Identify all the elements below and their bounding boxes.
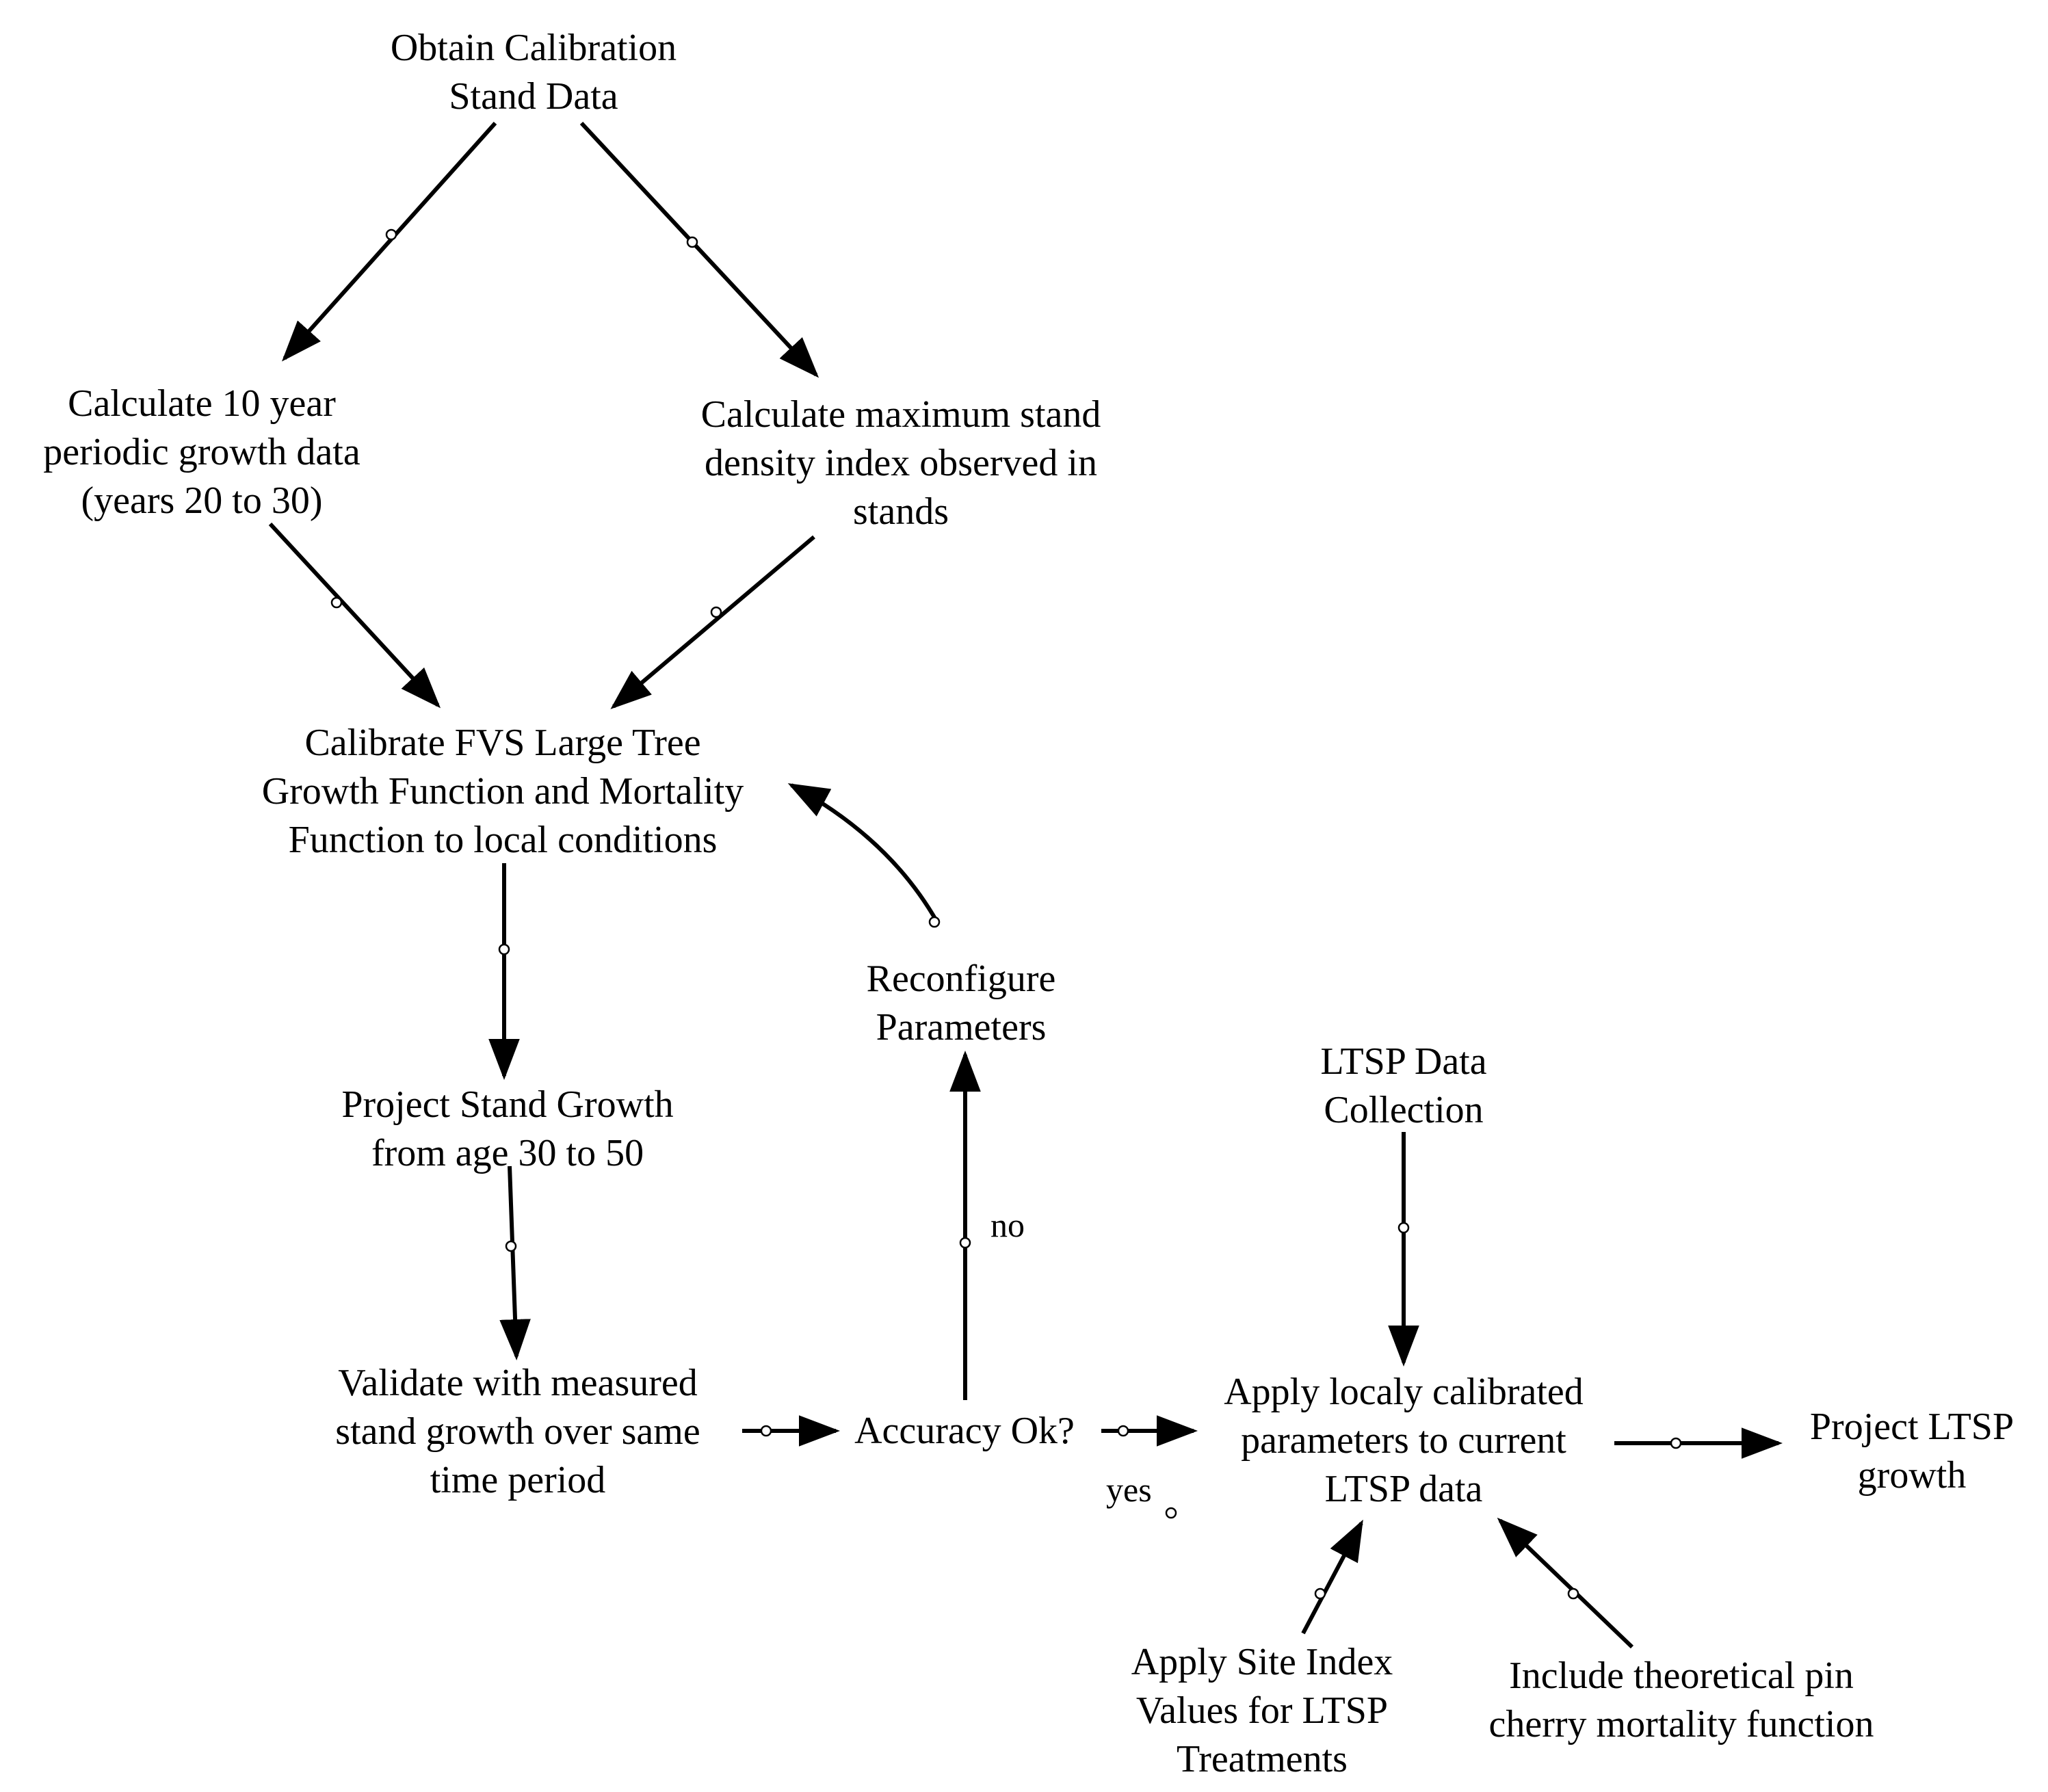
node-calc10-line: (years 20 to 30) [81, 479, 322, 522]
connector-handle [710, 606, 722, 618]
edges: no yes [268, 121, 1783, 1649]
edge-calcmax-calibrate [610, 535, 815, 709]
node-calcmax-line: stands [853, 490, 949, 533]
connector-handle [385, 228, 397, 241]
node-projectltsp: Project LTSP growth [1810, 1406, 2014, 1497]
node-apply-line: Apply localy calibrated [1224, 1371, 1584, 1413]
connector-arrow [499, 1165, 531, 1360]
connector-arrow [268, 522, 441, 709]
node-calibrate-line: Calibrate FVS Large Tree [304, 722, 700, 764]
connector-arrow [1301, 1519, 1363, 1635]
connector-handle [1314, 1587, 1326, 1600]
node-siteindex-line: Values for LTSP [1136, 1689, 1388, 1732]
node-obtain-line: Obtain Calibration [391, 27, 677, 69]
edge-apply-projectltsp [1614, 1427, 1783, 1459]
node-validate-line: Validate with measured [338, 1362, 698, 1404]
node-apply: Apply localy calibrated parameters to cur… [1224, 1371, 1584, 1510]
connector-arrow [579, 121, 819, 378]
connector-handle [330, 596, 343, 609]
node-projectltsp-line: Project LTSP [1810, 1406, 2014, 1448]
edge-ltspdata-apply [1388, 1132, 1419, 1367]
edge-calc10-calibrate [268, 522, 441, 709]
connector-handle [505, 1240, 517, 1252]
node-validate-line: stand growth over same [335, 1410, 700, 1453]
connector-handle [1567, 1587, 1579, 1600]
node-pincherry: Include theoretical pin cherry mortality … [1489, 1655, 1874, 1745]
node-calcmax: Calculate maximum stand density index obs… [701, 393, 1101, 533]
node-calc10-line: Calculate 10 year [68, 382, 336, 425]
node-calibrate-line: Function to local conditions [289, 819, 718, 861]
node-apply-line: parameters to current [1241, 1419, 1566, 1462]
node-calibrate-line: Growth Function and Mortality [262, 770, 744, 813]
edge-validate-accuracy [742, 1415, 840, 1447]
node-projectltsp-line: growth [1858, 1454, 1967, 1497]
connector-arrow [281, 121, 497, 362]
edge-obtain-calcmax [579, 121, 819, 378]
node-reconfig-line: Parameters [876, 1006, 1047, 1049]
node-calcmax-line: Calculate maximum stand [701, 393, 1101, 436]
node-ltspdata-line: Collection [1324, 1089, 1483, 1131]
edge-calibrate-project [488, 863, 520, 1080]
edge-reconfig-calibrate [787, 783, 941, 928]
edge-pincherry-apply [1497, 1517, 1634, 1649]
connector-handle [1117, 1425, 1129, 1437]
node-siteindex-line: Apply Site Index [1131, 1641, 1393, 1683]
node-reconfig-line: Reconfigure [867, 958, 1056, 1000]
node-project-line: Project Stand Growth [341, 1083, 673, 1126]
node-obtain-line: Stand Data [449, 75, 618, 118]
node-project-line: from age 30 to 50 [371, 1132, 644, 1174]
connector-handle [686, 236, 698, 248]
connector-handle [498, 943, 510, 956]
node-siteindex-line: Treatments [1177, 1738, 1348, 1780]
node-ltspdata-line: LTSP Data [1320, 1040, 1486, 1083]
connector-handle [928, 916, 941, 928]
connector-arrow [1497, 1517, 1634, 1649]
connector-handle [1397, 1222, 1410, 1234]
edge-siteindex-apply [1301, 1519, 1363, 1635]
node-pincherry-line: cherry mortality function [1489, 1703, 1874, 1745]
connector-arrow [787, 783, 939, 923]
connector-handle [1670, 1437, 1682, 1449]
node-calc10: Calculate 10 year periodic growth data (ye… [43, 382, 360, 522]
edge-label-no: no [990, 1206, 1025, 1244]
node-pincherry-line: Include theoretical pin [1509, 1655, 1854, 1697]
connector-arrow [610, 535, 815, 709]
connector-handle [760, 1425, 772, 1437]
edge-accuracy-reconfig: no [949, 1051, 1025, 1400]
edge-obtain-calc10 [281, 121, 497, 362]
node-calc10-line: periodic growth data [43, 431, 360, 473]
node-validate: Validate with measured stand growth over … [335, 1362, 700, 1501]
edge-project-validate [499, 1165, 531, 1360]
connector-handle [959, 1237, 971, 1249]
edge-label-yes: yes [1106, 1471, 1152, 1509]
node-accuracy: Accuracy Ok? [854, 1410, 1075, 1452]
node-validate-line: time period [430, 1459, 606, 1501]
edge-accuracy-apply: yes [1101, 1415, 1198, 1519]
node-apply-line: LTSP data [1325, 1468, 1483, 1510]
node-project: Project Stand Growth from age 30 to 50 [341, 1083, 673, 1174]
node-calcmax-line: density index observed in [705, 442, 1097, 484]
label-handle [1165, 1507, 1177, 1519]
node-accuracy-line: Accuracy Ok? [854, 1410, 1075, 1452]
